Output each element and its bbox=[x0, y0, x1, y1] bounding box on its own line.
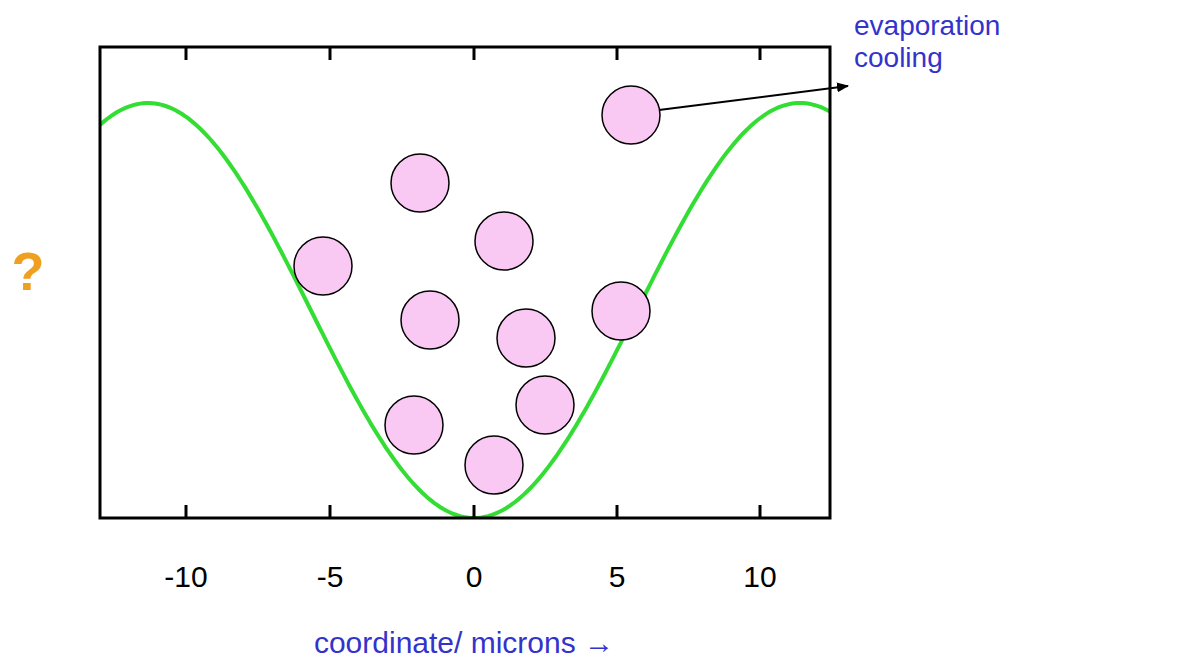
tick-mark bbox=[473, 505, 476, 518]
tick-label: -5 bbox=[317, 560, 344, 595]
atom bbox=[385, 396, 443, 454]
atom bbox=[401, 291, 459, 349]
atom bbox=[497, 309, 555, 367]
atom bbox=[602, 86, 660, 144]
atom-cloud bbox=[294, 86, 660, 494]
leader-arrow bbox=[659, 86, 848, 110]
atom bbox=[294, 237, 352, 295]
callout-note: evaporation cooling bbox=[854, 10, 1034, 74]
atom bbox=[592, 282, 650, 340]
tick-mark bbox=[759, 47, 762, 60]
plot-frame bbox=[100, 47, 830, 518]
tick-label: -10 bbox=[164, 560, 207, 595]
atom bbox=[516, 376, 574, 434]
atom bbox=[391, 154, 449, 212]
tick-mark bbox=[329, 505, 332, 518]
tick-mark bbox=[185, 47, 188, 60]
tick-mark bbox=[185, 505, 188, 518]
axis-question-mark: ? bbox=[12, 240, 45, 302]
tick-label: 5 bbox=[609, 560, 626, 595]
axis-title: coordinate/ microns → bbox=[314, 626, 614, 661]
tick-mark bbox=[759, 505, 762, 518]
tick-mark bbox=[329, 47, 332, 60]
tick-label: 0 bbox=[466, 560, 483, 595]
tick-mark bbox=[473, 47, 476, 60]
axis-ticks bbox=[186, 47, 760, 518]
tick-mark bbox=[616, 505, 619, 518]
potential-curve bbox=[100, 103, 830, 518]
atom bbox=[465, 436, 523, 494]
tick-mark bbox=[616, 47, 619, 60]
atom bbox=[475, 212, 533, 270]
tick-label: 10 bbox=[743, 560, 776, 595]
